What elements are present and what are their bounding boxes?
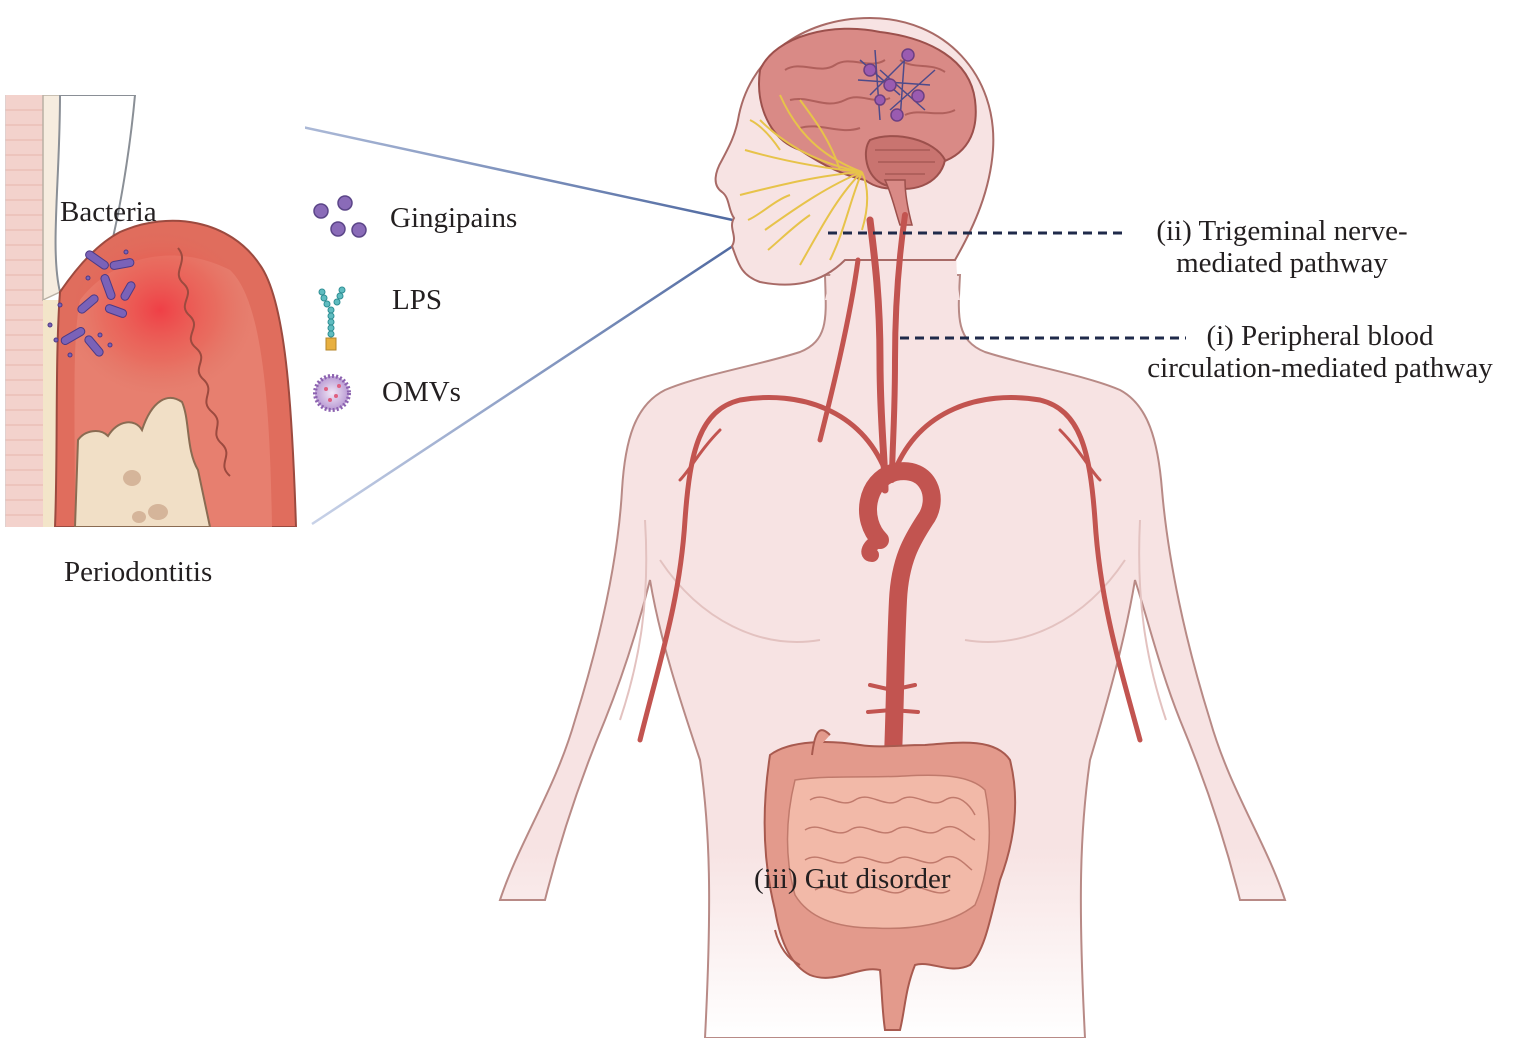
- legend-gingipains-label: Gingipains: [390, 202, 518, 234]
- periodontitis-inset: [5, 95, 305, 527]
- bacteria-cluster: [47, 249, 136, 358]
- bacteria-label: Bacteria: [60, 196, 157, 228]
- omvs-icon: [313, 374, 351, 412]
- blood-pathway-line1: (i) Peripheral blood: [1206, 320, 1434, 352]
- trigeminal-nerve: [739, 94, 869, 266]
- trigeminal-pathway-line2: mediated pathway: [1176, 247, 1388, 279]
- legend-omvs-label: OMVs: [382, 376, 461, 408]
- gingipains-icon: [313, 195, 367, 238]
- lps-icon: [318, 286, 346, 351]
- legend-lps-label: LPS: [392, 284, 442, 316]
- periodontitis-label: Periodontitis: [64, 556, 213, 588]
- gut-disorder-label: (iii) Gut disorder: [754, 863, 951, 895]
- intestines: [763, 729, 1017, 1031]
- pathway-leader-lines: [828, 231, 1186, 340]
- trigeminal-pathway-label: (ii) Trigeminal nerve- mediated pathway: [1132, 215, 1432, 279]
- trigeminal-pathway-line1: (ii) Trigeminal nerve-: [1156, 215, 1408, 247]
- arterial-system: [637, 212, 1143, 789]
- blood-pathway-line2: circulation-mediated pathway: [1147, 352, 1493, 384]
- blood-pathway-label: (i) Peripheral blood circulation-mediate…: [1110, 320, 1530, 384]
- brain: [758, 27, 977, 226]
